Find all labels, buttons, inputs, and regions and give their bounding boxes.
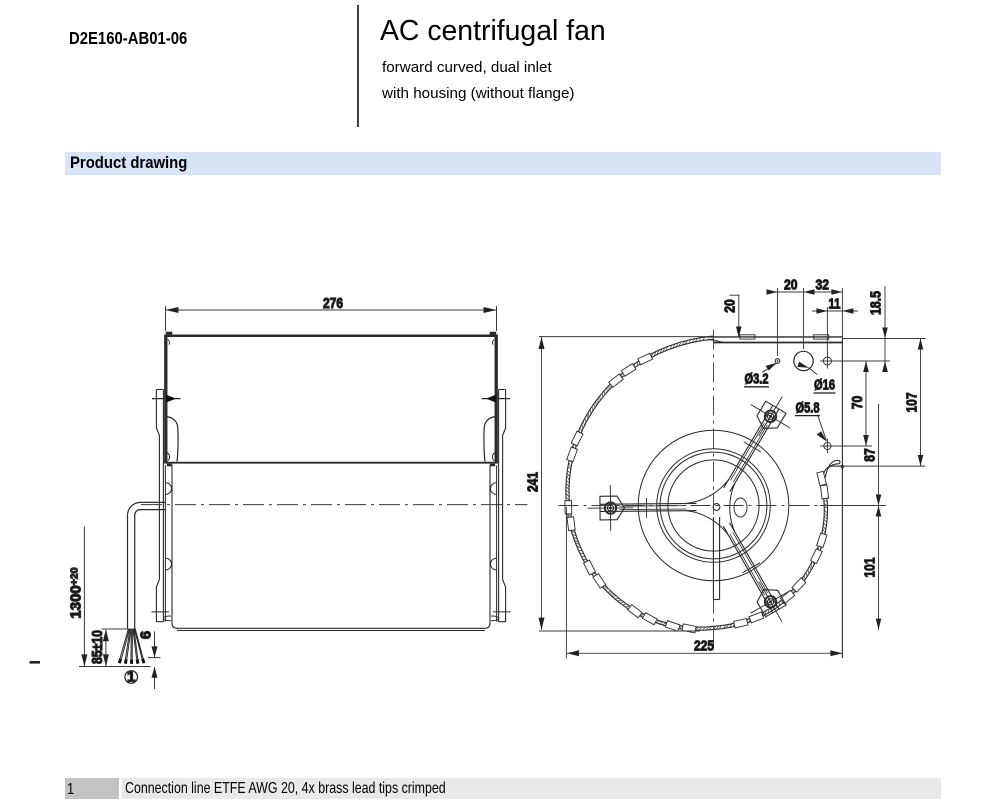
svg-text:6: 6: [137, 631, 154, 639]
svg-text:18.5: 18.5: [868, 291, 885, 315]
svg-text:20: 20: [784, 277, 798, 294]
svg-text:32: 32: [815, 277, 829, 294]
svg-text:11: 11: [829, 296, 841, 313]
svg-text:20: 20: [722, 299, 739, 313]
svg-text:70: 70: [849, 396, 866, 410]
svg-text:101: 101: [861, 558, 878, 578]
svg-text:276: 276: [323, 295, 343, 312]
svg-text:107: 107: [903, 393, 920, 413]
svg-text:1300+20: 1300+20: [67, 567, 84, 618]
svg-text:87: 87: [861, 448, 878, 462]
svg-text:Ø5.8: Ø5.8: [796, 399, 820, 416]
svg-text:241: 241: [525, 472, 542, 492]
svg-text:1: 1: [127, 668, 135, 685]
svg-text:Ø3.2: Ø3.2: [745, 371, 769, 388]
svg-text:Ø16: Ø16: [814, 377, 835, 394]
svg-text:85±10: 85±10: [89, 630, 106, 664]
svg-text:225: 225: [694, 638, 714, 655]
